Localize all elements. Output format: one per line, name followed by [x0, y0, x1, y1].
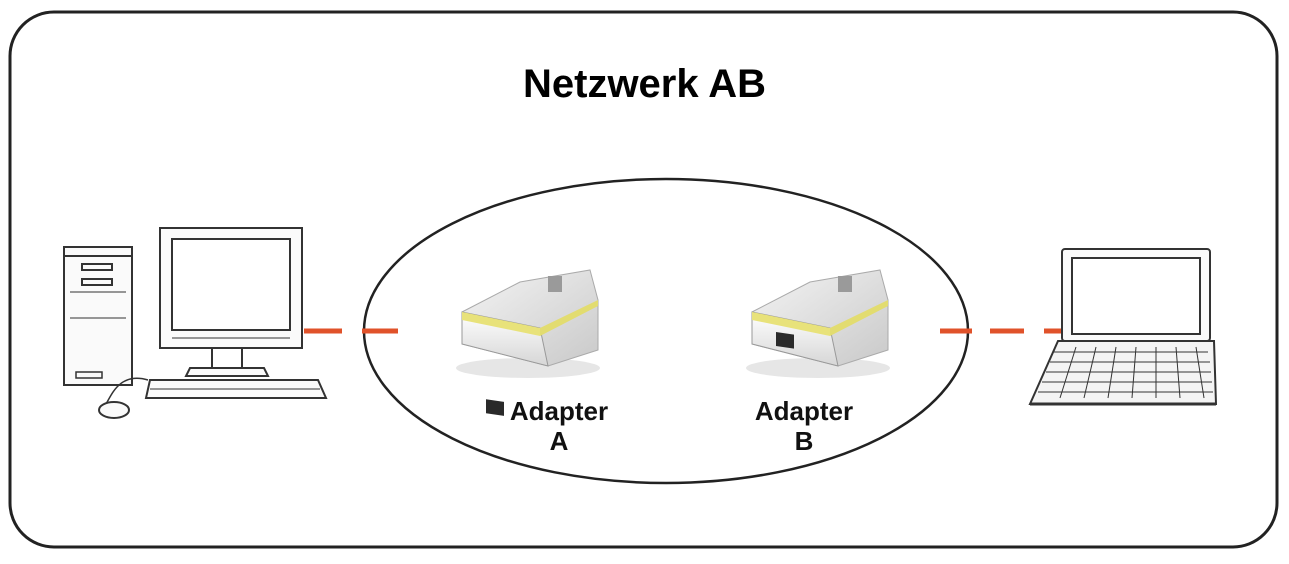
adapter-a-label: Adapter A — [479, 396, 639, 456]
network-frame — [8, 10, 1279, 549]
desktop-computer-icon — [63, 227, 328, 419]
laptop-icon — [1028, 248, 1218, 406]
adapter-a-name: Adapter — [509, 396, 609, 426]
adapter-a-letter: A — [549, 426, 569, 456]
laptop-keyboard — [1038, 346, 1213, 399]
adapter-b-name: Adapter — [754, 396, 854, 426]
powerline-adapter-a-icon — [456, 269, 600, 416]
adapter-b-letter: B — [794, 426, 814, 456]
adapter-b-label: Adapter B — [724, 396, 884, 456]
powerline-adapter-b-icon — [746, 269, 890, 378]
diagram-title: Netzwerk AB — [522, 62, 767, 106]
